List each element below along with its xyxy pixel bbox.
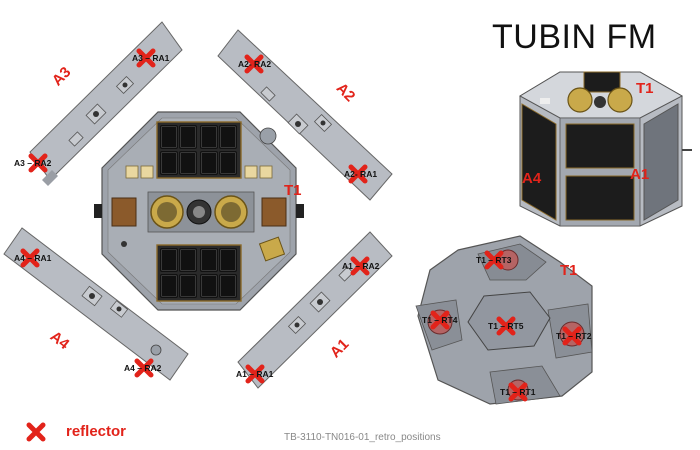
- reflector-label-t1-rt5: T1 – RT5: [488, 321, 524, 331]
- reflector-label-a2-ra2: A2- RA2: [238, 59, 271, 69]
- iso-label-a4: A4: [522, 170, 542, 187]
- reflector-label-t1-rt3: T1 – RT3: [476, 255, 512, 265]
- legend-label: reflector: [66, 423, 127, 440]
- reflector-label-a1-ra2: A1 – RA2: [342, 261, 380, 271]
- reflector-label-t1-rt2: T1 – RT2: [556, 331, 592, 341]
- reflector-label-a2-ra1: A2- RA1: [344, 169, 377, 179]
- reflector-label-t1-rt4: T1 – RT4: [422, 315, 458, 325]
- reflector-label-a3-ra2: A3 – RA2: [14, 158, 52, 168]
- reflector-label-a3-ra1: A3 – RA1: [132, 53, 170, 63]
- top-panel: [94, 111, 304, 311]
- reflector-label-t1-rt1: T1 – RT1: [500, 387, 536, 397]
- page-title: TUBIN FM: [492, 18, 657, 56]
- legend-reflector-icon: [28, 424, 44, 440]
- reflector-label-a1-ra1: A1 – RA1: [236, 369, 274, 379]
- document-id: TB-3110-TN016-01_retro_positions: [284, 432, 441, 443]
- reflector-label-a4-ra1: A4 – RA1: [14, 253, 52, 263]
- iso-label-t1: T1: [636, 80, 654, 97]
- top-view-label-t1: T1: [560, 262, 578, 279]
- reflector-label-a4-ra2: A4 – RA2: [124, 363, 162, 373]
- arm-a4-panel: [3, 227, 189, 381]
- satellite-iso-view: [518, 71, 692, 227]
- iso-label-a1: A1: [630, 166, 650, 183]
- top-panel-label-t1: T1: [284, 182, 302, 199]
